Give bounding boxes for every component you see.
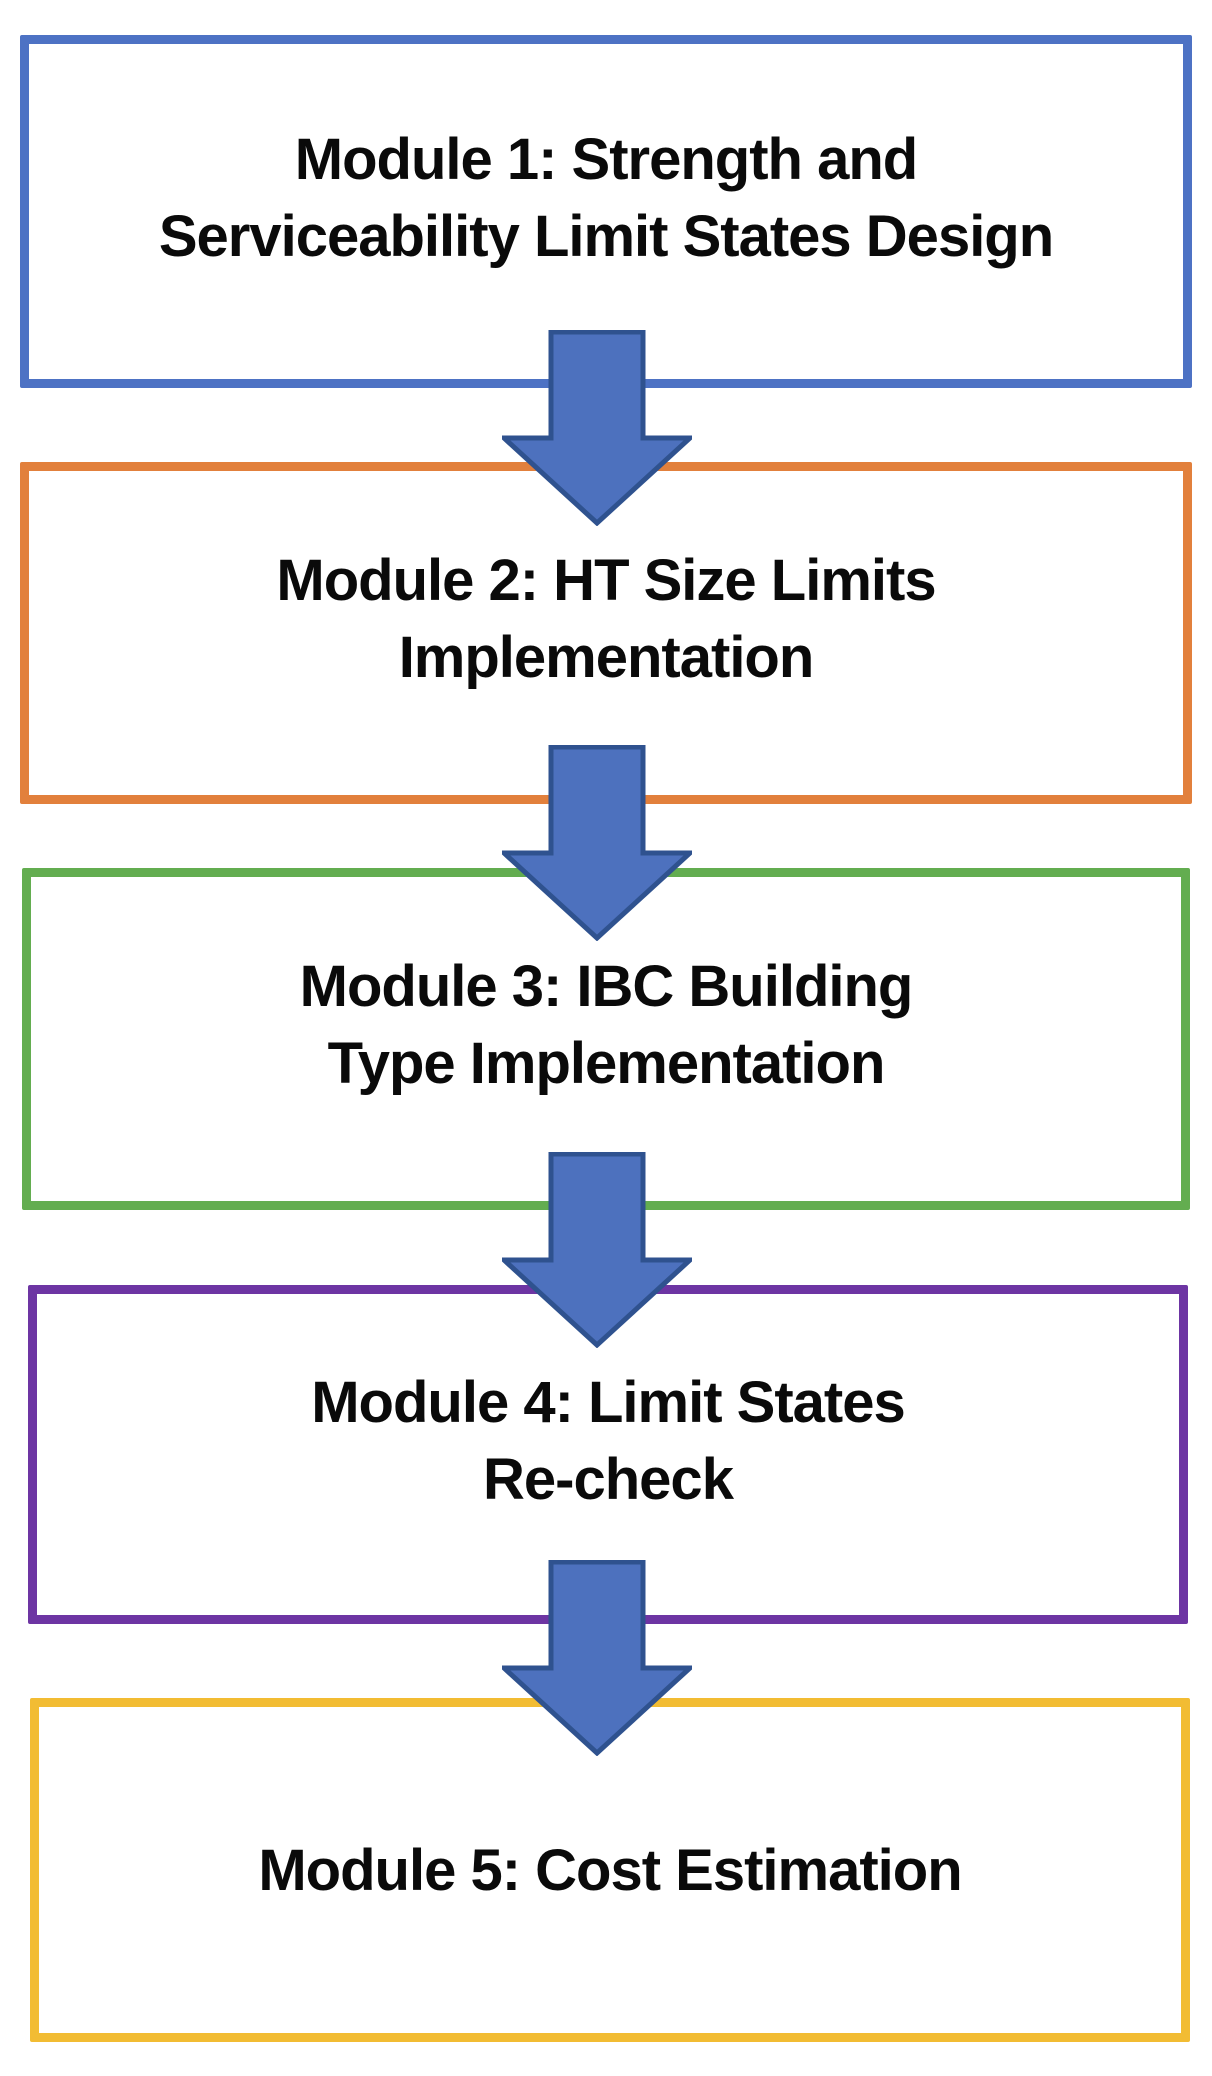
module-1-label: Module 1: Strength and Serviceability Li… — [158, 121, 1054, 275]
module-2-label-line-2: Implementation — [398, 625, 815, 690]
module-box-1: Module 1: Strength and Serviceability Li… — [20, 35, 1192, 388]
module-5-label: Module 5: Cost Estimation — [258, 1832, 962, 1909]
module-3-label-line-1: Module 3: IBC Building — [299, 954, 914, 1019]
down-arrow-3-shape — [502, 1152, 692, 1348]
down-arrow-2-icon — [502, 745, 692, 941]
module-1-label-line-2: Serviceability Limit States Design — [158, 203, 1054, 269]
module-1-label-line-1: Module 1: Strength and — [294, 126, 918, 192]
module-4-label-line-1: Module 4: Limit States — [311, 1369, 906, 1435]
module-2-label: Module 2: HT Size Limits Implementation — [276, 542, 936, 696]
down-arrow-3-icon — [502, 1152, 692, 1348]
down-arrow-4-shape — [502, 1560, 692, 1756]
down-arrow-2-shape — [502, 745, 692, 941]
module-5-label-line-1: Module 5: Cost Estimation — [258, 1837, 962, 1903]
module-4-label: Module 4: Limit States Re-check — [311, 1364, 906, 1518]
module-2-label-line-1: Module 2: HT Size Limits — [276, 548, 936, 613]
module-3-label-line-2: Type Implementation — [327, 1031, 886, 1096]
down-arrow-4-icon — [502, 1560, 692, 1756]
down-arrow-1-icon — [502, 330, 692, 526]
module-3-label: Module 3: IBC Building Type Implementati… — [299, 948, 914, 1102]
down-arrow-1-shape — [502, 330, 692, 526]
module-4-label-line-2: Re-check — [483, 1446, 734, 1512]
